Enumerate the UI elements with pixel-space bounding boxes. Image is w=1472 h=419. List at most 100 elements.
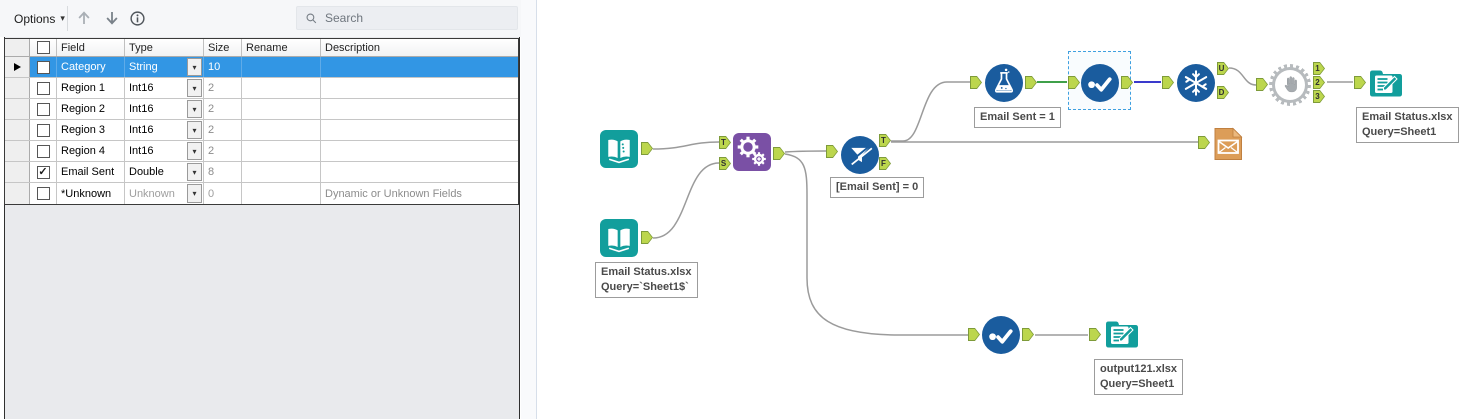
- tool-input-data-2[interactable]: [600, 219, 638, 257]
- column-header-rename[interactable]: Rename: [242, 39, 321, 56]
- tool-select-1[interactable]: [1081, 64, 1119, 102]
- output-anchor-D[interactable]: D: [1217, 86, 1229, 99]
- input-anchor[interactable]: [1089, 328, 1101, 341]
- tool-unique[interactable]: [1177, 64, 1215, 102]
- row-selector-cell[interactable]: [5, 141, 30, 161]
- tool-block-until-done[interactable]: [1269, 64, 1311, 106]
- row-selector-cell[interactable]: [5, 183, 30, 204]
- output-anchor[interactable]: [641, 142, 653, 155]
- row-checkbox[interactable]: [30, 78, 57, 98]
- type-cell[interactable]: Int16▾: [125, 78, 204, 98]
- tool-email[interactable]: [1210, 126, 1246, 162]
- column-header-type[interactable]: Type: [125, 39, 204, 56]
- type-cell[interactable]: Int16▾: [125, 120, 204, 140]
- annotation-input2[interactable]: Email Status.xlsx Query=`Sheet1$`: [595, 262, 698, 298]
- field-name-cell[interactable]: Region 4: [57, 141, 125, 161]
- table-row[interactable]: Region 1 Int16▾ 2: [5, 78, 518, 99]
- annotation-formula[interactable]: Email Sent = 1: [974, 107, 1061, 128]
- size-cell[interactable]: 2: [204, 78, 242, 98]
- connection-filter-formula[interactable]: [891, 81, 970, 142]
- info-button[interactable]: [125, 6, 149, 30]
- type-dropdown[interactable]: ▾: [187, 100, 202, 118]
- type-cell[interactable]: Double▾: [125, 162, 204, 182]
- row-selector-cell[interactable]: [5, 162, 30, 182]
- output-anchor[interactable]: [1025, 76, 1037, 89]
- rename-cell[interactable]: [242, 57, 321, 77]
- size-cell[interactable]: 10: [204, 57, 242, 77]
- output-anchor[interactable]: [641, 231, 653, 244]
- size-cell[interactable]: 2: [204, 99, 242, 119]
- field-name-cell[interactable]: Category: [57, 57, 125, 77]
- column-header-description[interactable]: Description: [321, 39, 518, 56]
- row-selector-cell[interactable]: [5, 99, 30, 119]
- table-row[interactable]: Region 4 Int16▾ 2: [5, 141, 518, 162]
- size-cell[interactable]: 2: [204, 120, 242, 140]
- rename-cell[interactable]: [242, 141, 321, 161]
- output-anchor-3[interactable]: 3: [1313, 90, 1325, 103]
- connection-input1-join[interactable]: [652, 141, 720, 150]
- field-name-cell[interactable]: Region 3: [57, 120, 125, 140]
- type-cell[interactable]: Int16▾: [125, 141, 204, 161]
- annotation-output2[interactable]: output121.xlsx Query=Sheet1: [1094, 359, 1184, 395]
- tool-output-data-1[interactable]: [1367, 64, 1405, 102]
- type-dropdown[interactable]: ▾: [187, 121, 202, 139]
- output-anchor-U[interactable]: U: [1217, 62, 1229, 75]
- output-anchor-2[interactable]: 2: [1313, 76, 1325, 89]
- row-checkbox[interactable]: [30, 57, 57, 77]
- type-dropdown[interactable]: ▾: [187, 58, 202, 76]
- type-cell[interactable]: String▾: [125, 57, 204, 77]
- row-checkbox[interactable]: [30, 120, 57, 140]
- type-cell[interactable]: Unknown▾: [125, 183, 204, 204]
- row-selector-cell[interactable]: [5, 57, 30, 77]
- size-cell[interactable]: 8: [204, 162, 242, 182]
- panel-splitter[interactable]: [521, 0, 537, 419]
- size-cell[interactable]: 0: [204, 183, 242, 204]
- table-row[interactable]: *Unknown Unknown▾ 0 Dynamic or Unknown F…: [5, 183, 518, 204]
- input-anchor[interactable]: [1354, 76, 1366, 89]
- input-anchor[interactable]: [1068, 76, 1080, 89]
- input-anchor[interactable]: [968, 328, 980, 341]
- column-header-field[interactable]: Field: [57, 39, 125, 56]
- row-checkbox[interactable]: ✓: [30, 162, 57, 182]
- column-header-size[interactable]: Size: [204, 39, 242, 56]
- row-selector-cell[interactable]: [5, 78, 30, 98]
- tool-select-2[interactable]: [982, 316, 1020, 354]
- input-anchor[interactable]: [826, 145, 838, 158]
- connection-join-select2[interactable]: [784, 153, 968, 336]
- move-up-button[interactable]: [72, 6, 96, 30]
- size-cell[interactable]: 2: [204, 141, 242, 161]
- description-cell[interactable]: Dynamic or Unknown Fields: [325, 187, 462, 200]
- row-checkbox[interactable]: [30, 183, 57, 204]
- field-name-cell[interactable]: Email Sent: [57, 162, 125, 182]
- table-row[interactable]: Region 3 Int16▾ 2: [5, 120, 518, 141]
- input-anchor-T[interactable]: T: [719, 136, 731, 149]
- annotation-filter[interactable]: [Email Sent] = 0: [830, 177, 925, 198]
- input-anchor-S[interactable]: S: [719, 157, 731, 170]
- search-input[interactable]: Search: [296, 6, 518, 30]
- output-anchor[interactable]: [773, 147, 785, 160]
- tool-input-data-1[interactable]: [600, 130, 638, 168]
- input-anchor[interactable]: [1162, 76, 1174, 89]
- output-anchor[interactable]: [1022, 328, 1034, 341]
- header-checkbox[interactable]: [30, 39, 57, 56]
- output-anchor-T[interactable]: T: [879, 134, 891, 147]
- type-cell[interactable]: Int16▾: [125, 99, 204, 119]
- table-row[interactable]: Region 2 Int16▾ 2: [5, 99, 518, 120]
- output-anchor[interactable]: [1121, 76, 1133, 89]
- options-button[interactable]: Options ▾: [8, 7, 71, 30]
- field-name-cell[interactable]: *Unknown: [57, 183, 125, 204]
- rename-cell[interactable]: [242, 183, 321, 204]
- connection-join-filter[interactable]: [784, 150, 827, 153]
- input-anchor[interactable]: [970, 76, 982, 89]
- rename-cell[interactable]: [242, 78, 321, 98]
- rename-cell[interactable]: [242, 99, 321, 119]
- row-selector-cell[interactable]: [5, 120, 30, 140]
- tool-join-macro[interactable]: [733, 133, 771, 171]
- type-dropdown[interactable]: ▾: [187, 163, 202, 181]
- input-anchor[interactable]: [1256, 78, 1268, 91]
- type-dropdown[interactable]: ▾: [187, 142, 202, 160]
- output-anchor-1[interactable]: 1: [1313, 62, 1325, 75]
- annotation-output1[interactable]: Email Status.xlsx Query=Sheet1: [1356, 107, 1459, 143]
- table-row[interactable]: Category String▾ 10: [5, 57, 518, 78]
- input-anchor[interactable]: [1198, 136, 1210, 149]
